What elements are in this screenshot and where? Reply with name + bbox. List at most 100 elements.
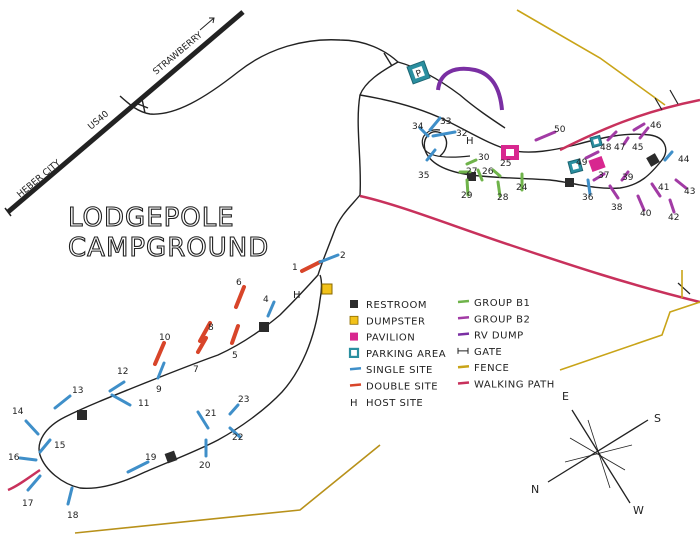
site-marker-22[interactable] — [228, 426, 242, 439]
site-marker-43[interactable] — [674, 178, 688, 190]
dumpster[interactable] — [321, 283, 333, 295]
fence-south — [74, 444, 381, 534]
site-marker-9[interactable] — [156, 361, 166, 380]
compass-s: S — [654, 412, 661, 425]
restroom-6[interactable] — [646, 153, 660, 167]
pavilion-b[interactable] — [588, 155, 606, 173]
site-number-11: 11 — [138, 399, 149, 409]
site-marker-4[interactable] — [266, 300, 276, 318]
restroom-2[interactable] — [77, 410, 87, 420]
site-number-10: 10 — [159, 333, 171, 343]
entrance-road — [119, 39, 399, 115]
site-marker-15[interactable] — [38, 438, 52, 454]
site-marker-36[interactable] — [586, 178, 592, 196]
site-marker-17[interactable] — [26, 474, 42, 492]
legend-item-walking-path: WALKING PATH — [457, 380, 554, 391]
site-marker-25[interactable] — [491, 168, 502, 178]
legend-item-gate: GATE — [457, 347, 502, 358]
restroom-1[interactable] — [259, 322, 269, 332]
site-marker-42[interactable] — [668, 198, 676, 214]
legend-symbol-gate — [457, 347, 469, 354]
site-marker-39[interactable] — [620, 170, 630, 182]
site-marker-1[interactable] — [300, 260, 322, 273]
site-marker-14[interactable] — [24, 419, 40, 436]
legend-item-double: DOUBLE SITE — [349, 382, 438, 393]
site-marker-47[interactable] — [622, 136, 630, 146]
site-number-1: 1 — [292, 263, 298, 273]
legend-label-group-b2: GROUP B2 — [474, 314, 530, 325]
main-road — [38, 61, 399, 490]
site-marker-35[interactable] — [425, 148, 437, 162]
site-number-22: 22 — [232, 433, 243, 443]
site-marker-12[interactable] — [108, 380, 126, 393]
site-marker-45[interactable] — [638, 126, 650, 140]
site-number-36: 36 — [582, 193, 594, 203]
site-marker-23[interactable] — [228, 403, 240, 416]
site-marker-10[interactable] — [153, 341, 166, 366]
site-marker-19[interactable] — [126, 460, 150, 474]
heber-city-label: HEBER CITY — [16, 158, 64, 200]
site-number-26: 26 — [482, 167, 494, 177]
restroom-5[interactable] — [565, 178, 574, 187]
site-marker-41[interactable] — [650, 182, 662, 198]
site-marker-11[interactable] — [110, 393, 132, 407]
site-marker-37[interactable] — [592, 172, 606, 182]
title-line-1: LODGEPOLE — [68, 203, 235, 233]
legend-symbol-pavilion — [350, 332, 358, 341]
legend-symbol-dumpster — [349, 315, 359, 325]
site-marker-46[interactable] — [632, 122, 646, 132]
legend-item-dumpster: DUMPSTER — [349, 315, 425, 327]
site-marker-29[interactable] — [465, 178, 470, 197]
fence-ne-post — [654, 97, 663, 111]
site-number-12: 12 — [117, 367, 128, 377]
site-marker-30[interactable] — [465, 158, 478, 166]
legend-symbol-parking — [348, 347, 360, 358]
legend-symbol-single — [349, 366, 362, 371]
site-marker-13[interactable] — [53, 394, 72, 410]
compass-w: W — [633, 504, 644, 517]
site-marker-6[interactable] — [234, 285, 246, 309]
site-marker-38[interactable] — [608, 184, 620, 200]
host-site-west[interactable]: H — [293, 290, 301, 301]
site-marker-50[interactable] — [534, 130, 557, 142]
restroom-4[interactable] — [467, 172, 476, 181]
site-marker-26[interactable] — [476, 168, 484, 182]
site-number-40: 40 — [640, 209, 652, 219]
site-number-32: 32 — [456, 129, 467, 139]
restroom-3[interactable] — [164, 450, 178, 464]
legend-item-rv-dump: RV DUMP — [457, 331, 524, 342]
parking-area-east[interactable] — [567, 158, 584, 175]
site-marker-7[interactable] — [196, 336, 208, 354]
site-number-25: 25 — [500, 159, 511, 169]
legend-label-group-b1: GROUP B1 — [474, 298, 530, 309]
legend-item-parking: PARKING AREA — [348, 347, 446, 360]
loop-east-road — [359, 94, 667, 190]
site-marker-34[interactable] — [418, 126, 430, 138]
site-marker-48[interactable] — [606, 130, 618, 142]
fence-ne-post2 — [669, 89, 679, 105]
site-marker-44[interactable] — [663, 150, 674, 162]
legend-symbol-walking-path — [457, 381, 470, 385]
site-marker-21[interactable] — [196, 410, 210, 430]
site-marker-40[interactable] — [636, 194, 646, 212]
site-marker-16[interactable] — [18, 456, 38, 462]
gate-upper[interactable] — [383, 52, 393, 67]
host-site-east[interactable]: H — [466, 136, 474, 147]
site-marker-8[interactable] — [198, 321, 212, 343]
compass-e: E — [562, 390, 569, 403]
site-number-43: 43 — [684, 187, 695, 197]
site-marker-49[interactable] — [584, 150, 600, 160]
legend-label-double: DOUBLE SITE — [366, 382, 438, 393]
site-marker-18[interactable] — [66, 486, 74, 506]
site-marker-33[interactable] — [428, 116, 442, 132]
site-number-17: 17 — [22, 499, 33, 509]
site-marker-2[interactable] — [318, 253, 340, 264]
site-marker-32[interactable] — [431, 130, 457, 138]
parking-area-east2[interactable] — [589, 134, 603, 149]
parking-area-upper[interactable]: P — [406, 60, 431, 85]
legend-item-single: SINGLE SITE — [349, 365, 432, 376]
legend-label-rv-dump: RV DUMP — [474, 331, 524, 342]
site-marker-5[interactable] — [230, 324, 240, 345]
site-marker-28[interactable] — [496, 180, 502, 198]
